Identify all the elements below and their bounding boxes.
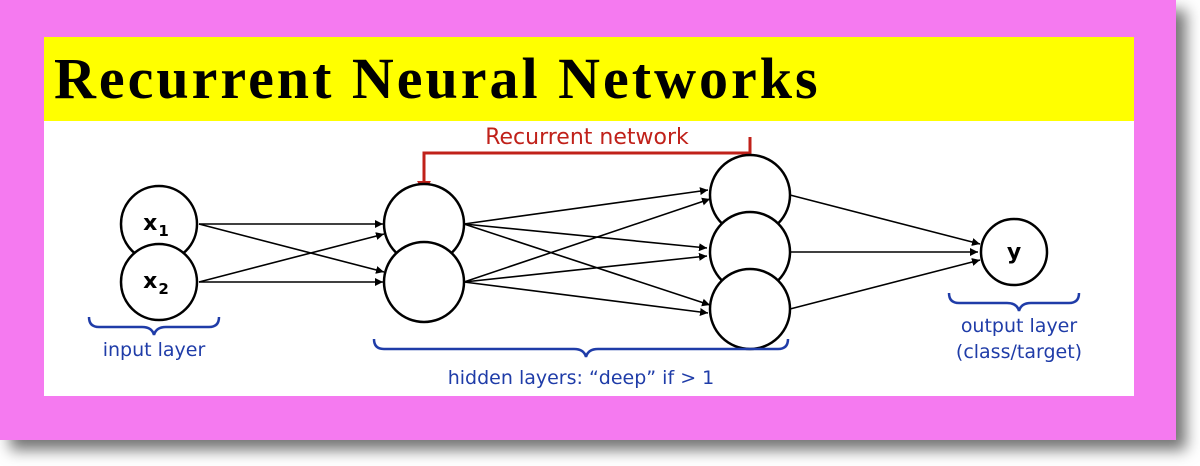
edge-h1-h4 [463,223,708,252]
edge-x2-h1 [198,232,385,283]
output-layer-brace [947,292,1081,312]
content-panel: Recurrent Neural Networks Recurrent netw… [44,37,1134,396]
input-node-x2: x2 [119,242,199,322]
edge-h2-h4 [463,252,708,283]
input-layer-brace [87,316,221,336]
output-node-y: y [979,217,1049,287]
output-layer-label: output layer [961,315,1078,337]
title-banner: Recurrent Neural Networks [44,37,1134,121]
svg-text:y: y [1007,240,1021,265]
hidden-layers-label: hidden layers: “deep” if > 1 [448,367,715,389]
edge-h1-h5 [463,223,711,307]
svg-text:x1: x1 [143,211,169,240]
pink-frame: Recurrent Neural Networks Recurrent netw… [0,0,1176,440]
network-edges [198,187,981,316]
neural-network-diagram: Recurrent network x1 [87,125,1082,389]
edge-h1-h3 [463,187,709,225]
hidden-node-l1-2 [382,240,466,324]
recurrent-arrow [417,137,752,195]
edge-x1-h2 [198,223,385,274]
hidden-node-l2-3 [708,267,792,351]
edge-h3-y [789,194,981,246]
edge-h5-y [789,258,981,310]
edge-h2-h3 [463,197,711,283]
recurrent-network-label: Recurrent network [485,125,689,150]
hidden-layers-brace [372,338,790,358]
page-title: Recurrent Neural Networks [54,46,821,111]
output-layer-sublabel: (class/target) [956,341,1082,363]
input-node-x1: x1 [119,184,199,264]
edge-h2-h5 [463,281,709,316]
input-layer-label: input layer [103,339,206,361]
svg-text:x2: x2 [143,269,169,298]
